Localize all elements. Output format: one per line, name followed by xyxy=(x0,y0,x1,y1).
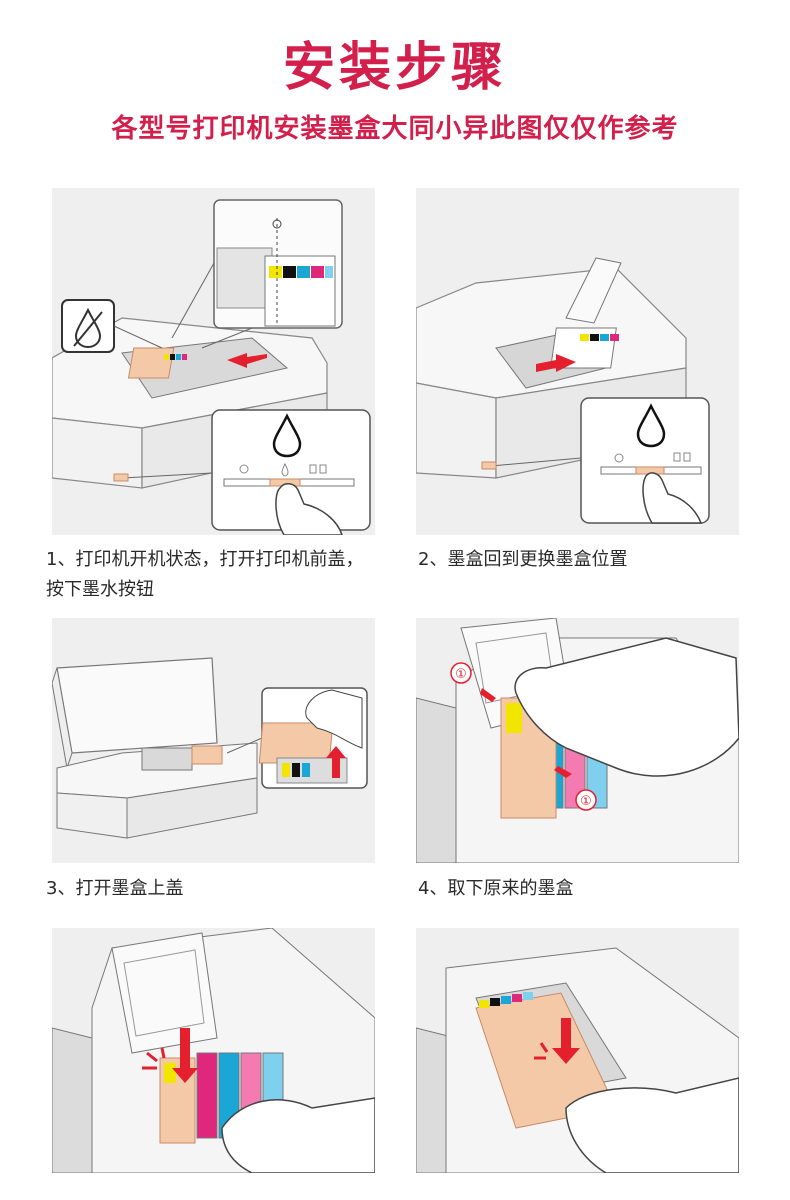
marker-1-bottom-label: ① xyxy=(580,794,592,809)
trash-icon xyxy=(683,452,691,462)
marker-1-bottom: ① xyxy=(575,789,597,811)
paper-icon xyxy=(309,464,317,474)
step-3-illustration xyxy=(52,618,375,863)
step-2-drawing xyxy=(416,257,710,524)
step-4-caption: 4、取下原来的墨盒 xyxy=(418,874,748,904)
paper-icon xyxy=(673,452,681,462)
step-2-caption: 2、墨盒回到更换墨盒位置 xyxy=(418,545,748,575)
step-1-illustration xyxy=(52,188,375,535)
no-ink-icon xyxy=(61,299,115,353)
step-4-illustration: ① ② ① xyxy=(416,618,739,863)
step-1-drawing xyxy=(52,199,371,535)
step-5-illustration xyxy=(52,928,375,1173)
step-6-illustration xyxy=(416,928,739,1173)
marker-1-top-label: ① xyxy=(455,667,467,682)
step-6-drawing xyxy=(416,947,739,1173)
page-title: 安装步骤 xyxy=(282,38,507,98)
step-3-caption-line1: 3、打开墨盒上盖 xyxy=(46,878,184,899)
step-5-drawing xyxy=(52,928,375,1173)
trash-icon xyxy=(319,464,327,474)
step-1-caption-line1: 1、打印机开机状态，打开打印机前盖， xyxy=(46,549,364,570)
ink-drop-icon xyxy=(272,413,302,458)
step-1-caption: 1、打印机开机状态，打开打印机前盖， 按下墨水按钮 xyxy=(46,545,406,605)
page-subtitle: 各型号打印机安装墨盒大同小异此图仅仅作参考 xyxy=(111,114,679,144)
step-1-caption-line2: 按下墨水按钮 xyxy=(46,579,154,600)
step-2-caption-line1: 2、墨盒回到更换墨盒位置 xyxy=(418,549,628,570)
ink-drop-icon xyxy=(636,403,666,448)
power-icon xyxy=(614,453,624,463)
step-4-caption-line1: 4、取下原来的墨盒 xyxy=(418,878,574,899)
step-3-drawing xyxy=(52,657,368,839)
step-4-drawing: ① ② ① xyxy=(416,618,739,863)
marker-1-top: ① xyxy=(450,662,472,684)
power-icon xyxy=(239,464,249,474)
step-3-caption: 3、打开墨盒上盖 xyxy=(46,874,376,904)
step-2-illustration xyxy=(416,188,739,535)
